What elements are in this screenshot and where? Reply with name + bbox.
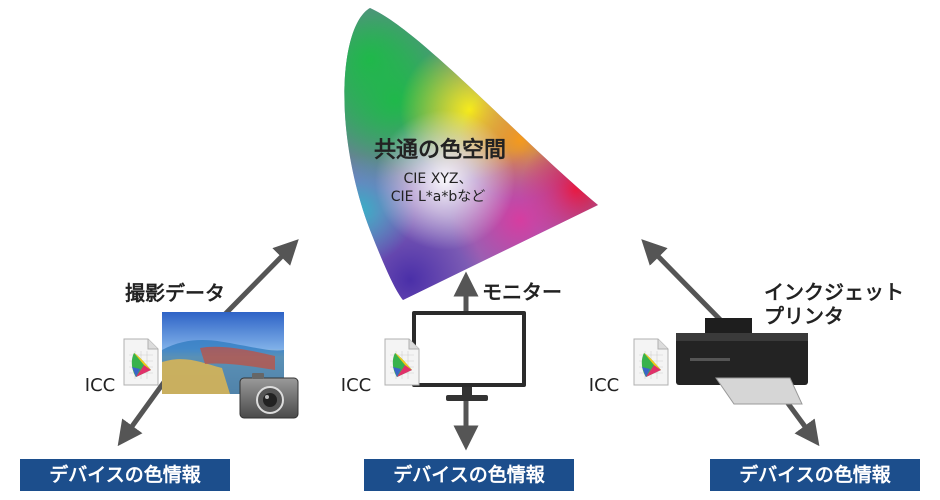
camera-device-group: 撮影データ ICC <box>85 281 299 419</box>
camera-icon <box>239 373 299 419</box>
printer-icon <box>676 318 808 405</box>
printer-label-line2: プリンタ <box>764 304 844 328</box>
icc-label: ICC <box>85 375 115 396</box>
icc-profile-icon <box>123 338 159 386</box>
photo-image <box>162 312 284 394</box>
icc-label: ICC <box>341 375 371 396</box>
common-color-space-title: 共通の色空間 <box>374 137 506 163</box>
printer-device-group: インクジェット プリンタ ICC <box>589 280 904 405</box>
monitor-device-group: モニター ICC <box>341 280 562 401</box>
icc-profile-icon <box>384 338 420 386</box>
icc-label: ICC <box>589 375 619 396</box>
device-color-info-tag-monitor: デバイスの色情報 <box>364 459 574 491</box>
printer-label-line1: インクジェット <box>764 280 904 304</box>
icc-profile-icon <box>633 338 669 386</box>
monitor-label: モニター <box>482 280 562 304</box>
device-color-info-tag-camera: デバイスの色情報 <box>20 459 230 491</box>
monitor-icon <box>412 311 526 401</box>
device-color-info-tag-printer: デバイスの色情報 <box>710 459 920 491</box>
camera-label: 撮影データ <box>125 281 225 305</box>
common-color-space-subtitle-1: CIE XYZ、 <box>404 171 473 187</box>
common-color-space-subtitle-2: CIE L*a*bなど <box>391 189 485 205</box>
